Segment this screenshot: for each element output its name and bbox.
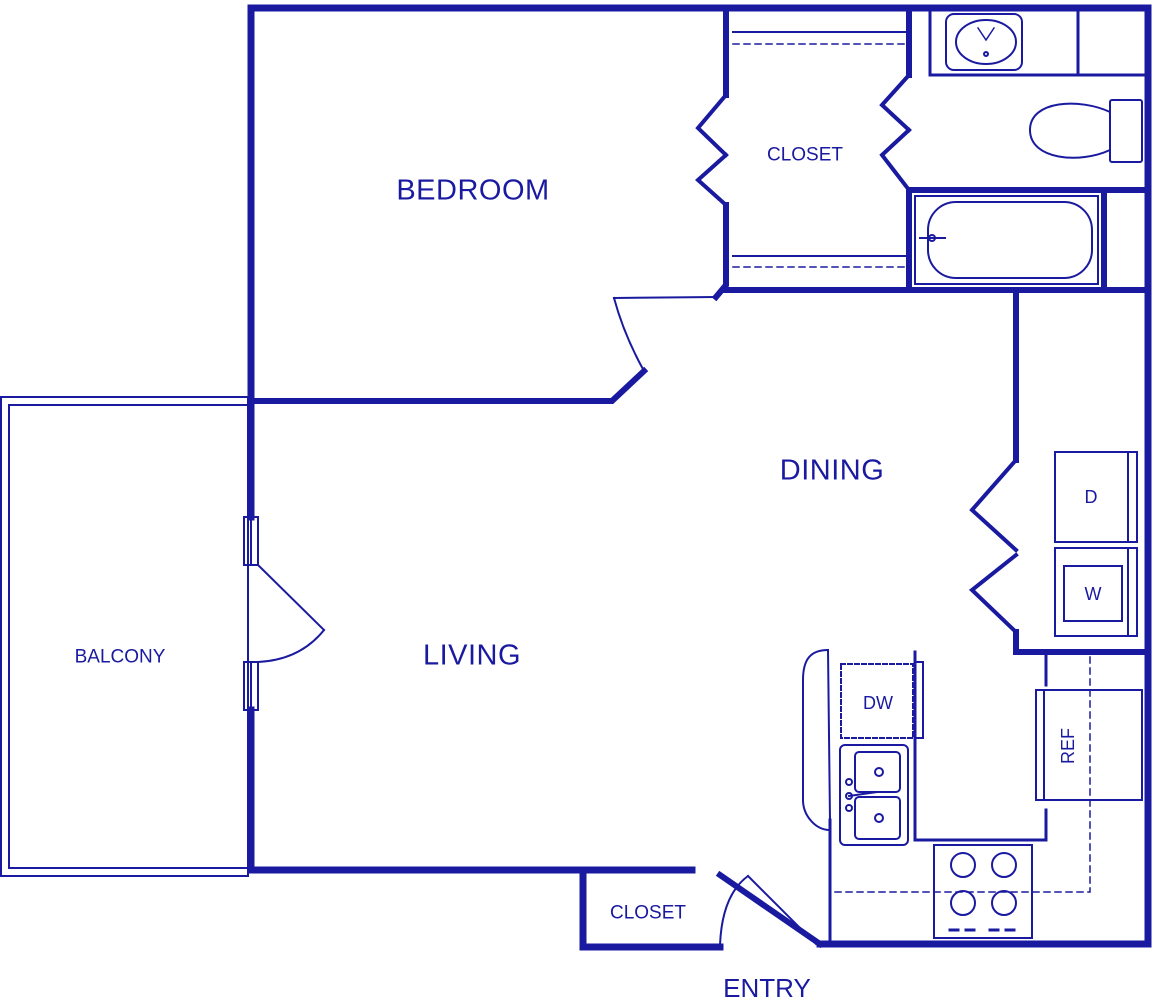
- dryer: [1054, 451, 1138, 543]
- dining-label: DINING: [779, 454, 885, 487]
- dishwasher-label: DW: [863, 693, 893, 713]
- refrigerator: [1035, 689, 1143, 801]
- balcony-label: BALCONY: [74, 646, 166, 668]
- toilet: [1028, 99, 1143, 163]
- balcony-outline: [0, 396, 249, 877]
- dishwasher: [802, 648, 924, 832]
- balcony-doors: [243, 516, 326, 711]
- living-label: LIVING: [422, 639, 522, 672]
- bathroom-sink: [945, 13, 1023, 71]
- bathtub: [914, 195, 1099, 285]
- upper-cabinet-dashes: [831, 656, 1091, 893]
- washer-label: W: [1084, 584, 1102, 604]
- bedroom-label: BEDROOM: [396, 174, 550, 207]
- entry-door: [718, 874, 818, 947]
- bedroom-door: [612, 295, 718, 373]
- washer: [1054, 547, 1138, 637]
- exterior-walls: [247, 4, 1152, 951]
- refrigerator-label: REF: [1058, 728, 1078, 764]
- closet-top-label: CLOSET: [766, 144, 844, 166]
- interior-walls: [248, 5, 1151, 949]
- closet-bottom-label: CLOSET: [609, 902, 687, 924]
- laundry-bifold-doors: [968, 457, 1019, 635]
- stove: [933, 839, 1033, 939]
- closet-bifold-doors: [694, 72, 912, 208]
- kitchen-sink: [839, 744, 909, 846]
- dryer-label: D: [1084, 487, 1098, 507]
- entry-label: ENTRY: [723, 973, 811, 1003]
